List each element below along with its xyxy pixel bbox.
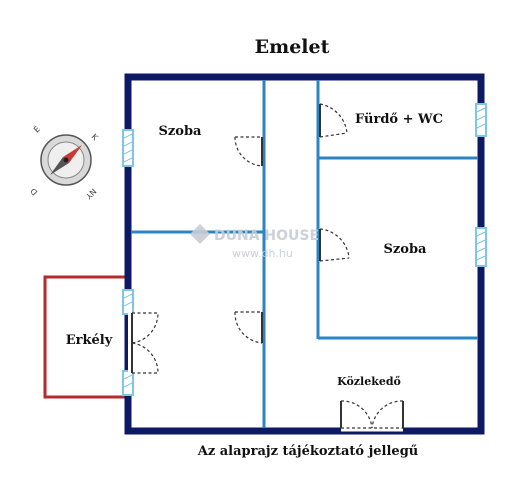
door-entrance-double <box>340 400 404 432</box>
doors <box>128 103 404 432</box>
room-label-furdo: Fürdő + WC <box>355 112 443 127</box>
windows <box>122 103 487 396</box>
interior-walls <box>131 80 478 428</box>
watermark-brand: DUNA HOUSE <box>214 228 319 244</box>
watermark-logo-icon <box>190 224 210 244</box>
room-label-kozlekedo: Közlekedő <box>337 375 401 388</box>
room-label-szoba-top: Szoba <box>159 124 203 139</box>
window-hatching <box>123 107 486 388</box>
room-label-erkely: Erkély <box>66 333 113 348</box>
room-label-szoba-right: Szoba <box>384 242 428 257</box>
plan-title: Emelet <box>255 36 330 58</box>
compass-icon: É K D NY <box>29 123 101 201</box>
door-szoba-top <box>234 136 263 167</box>
window-right-room <box>475 227 487 267</box>
compass-label-w: NY <box>84 187 98 201</box>
watermark-url: www.dh.hu <box>232 247 293 260</box>
door-szoba-right <box>319 228 350 262</box>
door-balcony-double <box>128 312 159 374</box>
plan-caption: Az alaprajz tájékoztató jellegű <box>197 444 419 459</box>
compass-label-s: D <box>29 186 40 197</box>
door-bath <box>319 103 348 138</box>
compass-label-n: É <box>31 123 42 134</box>
window-right-bath <box>475 103 487 137</box>
compass-label-e: K <box>90 132 101 143</box>
window-left-top <box>122 129 134 167</box>
balcony-outline <box>43 275 128 399</box>
door-lower-left <box>234 311 263 344</box>
watermark: DUNA HOUSE www.dh.hu <box>190 224 319 260</box>
